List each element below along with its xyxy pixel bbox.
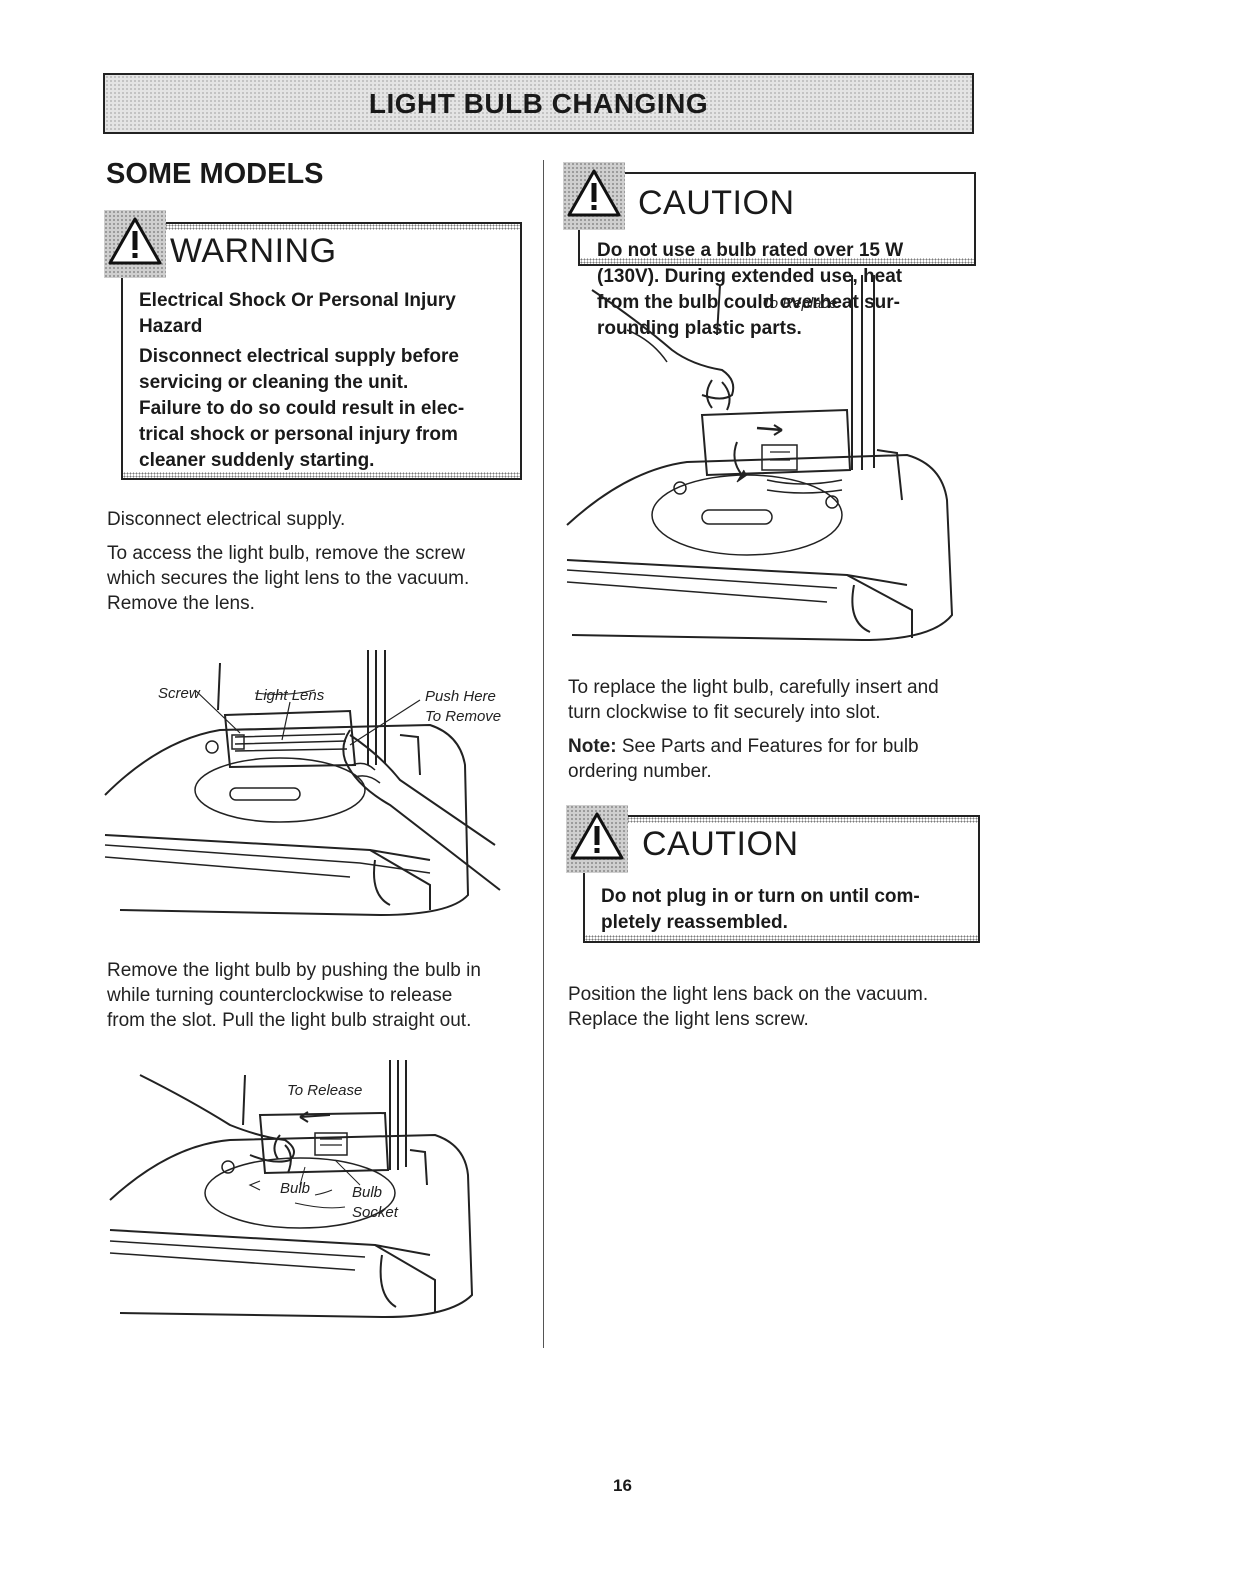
warning-box <box>121 222 522 480</box>
instruction-disconnect: Disconnect electrical supply. <box>107 509 346 530</box>
caution-box-2 <box>583 815 980 943</box>
caution-body-2: Do not plug in or turn on until com- ple… <box>601 886 920 933</box>
page-banner: LIGHT BULB CHANGING <box>103 73 974 134</box>
page-number: 16 <box>613 1476 632 1495</box>
left-instructions: Disconnect electrical supply. To access … <box>107 507 527 625</box>
figure-release-bulb: To Release Bulb Bulb Socket <box>100 1055 525 1325</box>
instruction-remove-bulb: Remove the light bulb by pushing the bul… <box>107 960 481 1031</box>
label-to-release: To Release <box>287 1082 362 1099</box>
caution-title-2: CAUTION <box>642 825 799 863</box>
caution-triangle-icon <box>563 162 625 230</box>
column-divider <box>543 160 544 1348</box>
warning-line: servicing or cleaning the unit. <box>139 372 409 393</box>
warning-line: Failure to do so could result in elec- <box>139 398 465 419</box>
label-bulb: Bulb <box>280 1180 310 1197</box>
caution-title-1: CAUTION <box>638 184 795 222</box>
section-heading: SOME MODELS <box>106 158 324 190</box>
label-bulb-socket-1: Bulb <box>352 1184 382 1201</box>
instruction-note: Note: See Parts and Features for for bul… <box>568 736 919 782</box>
warning-line: Hazard <box>139 316 203 337</box>
warning-line: cleaner suddenly starting. <box>139 450 375 471</box>
instruction-access: To access the light bulb, remove the scr… <box>107 543 470 614</box>
figure-replace-bulb: To Replace <box>562 270 972 645</box>
label-to-remove: To Remove <box>425 708 501 725</box>
label-light-lens: Light Lens <box>255 687 325 704</box>
warning-line: Disconnect electrical supply before <box>139 346 459 367</box>
warning-line: Electrical Shock Or Personal Injury <box>139 290 456 311</box>
caution-triangle-icon-2 <box>566 805 628 873</box>
instruction-position-lens: Position the light lens back on the vacu… <box>568 984 929 1030</box>
caution-body-1: Do not use a bulb rated over 15 W (130V)… <box>597 240 904 339</box>
label-screw: Screw <box>158 685 201 702</box>
instruction-replace-bulb: To replace the light bulb, carefully ins… <box>568 677 939 723</box>
note-label: Note: <box>568 736 617 757</box>
label-bulb-socket-2: Socket <box>352 1204 399 1221</box>
banner-title: LIGHT BULB CHANGING <box>368 87 709 119</box>
figure-remove-lens: Screw Light Lens Push Here To Remove <box>100 645 525 920</box>
label-push-here: Push Here <box>425 688 496 705</box>
warning-title: WARNING <box>170 232 337 270</box>
right-instructions: To replace the light bulb, carefully ins… <box>568 675 988 793</box>
warning-triangle-icon <box>104 210 166 278</box>
warning-line: trical shock or personal injury from <box>139 424 458 445</box>
label-to-replace: To Replace <box>762 295 837 312</box>
